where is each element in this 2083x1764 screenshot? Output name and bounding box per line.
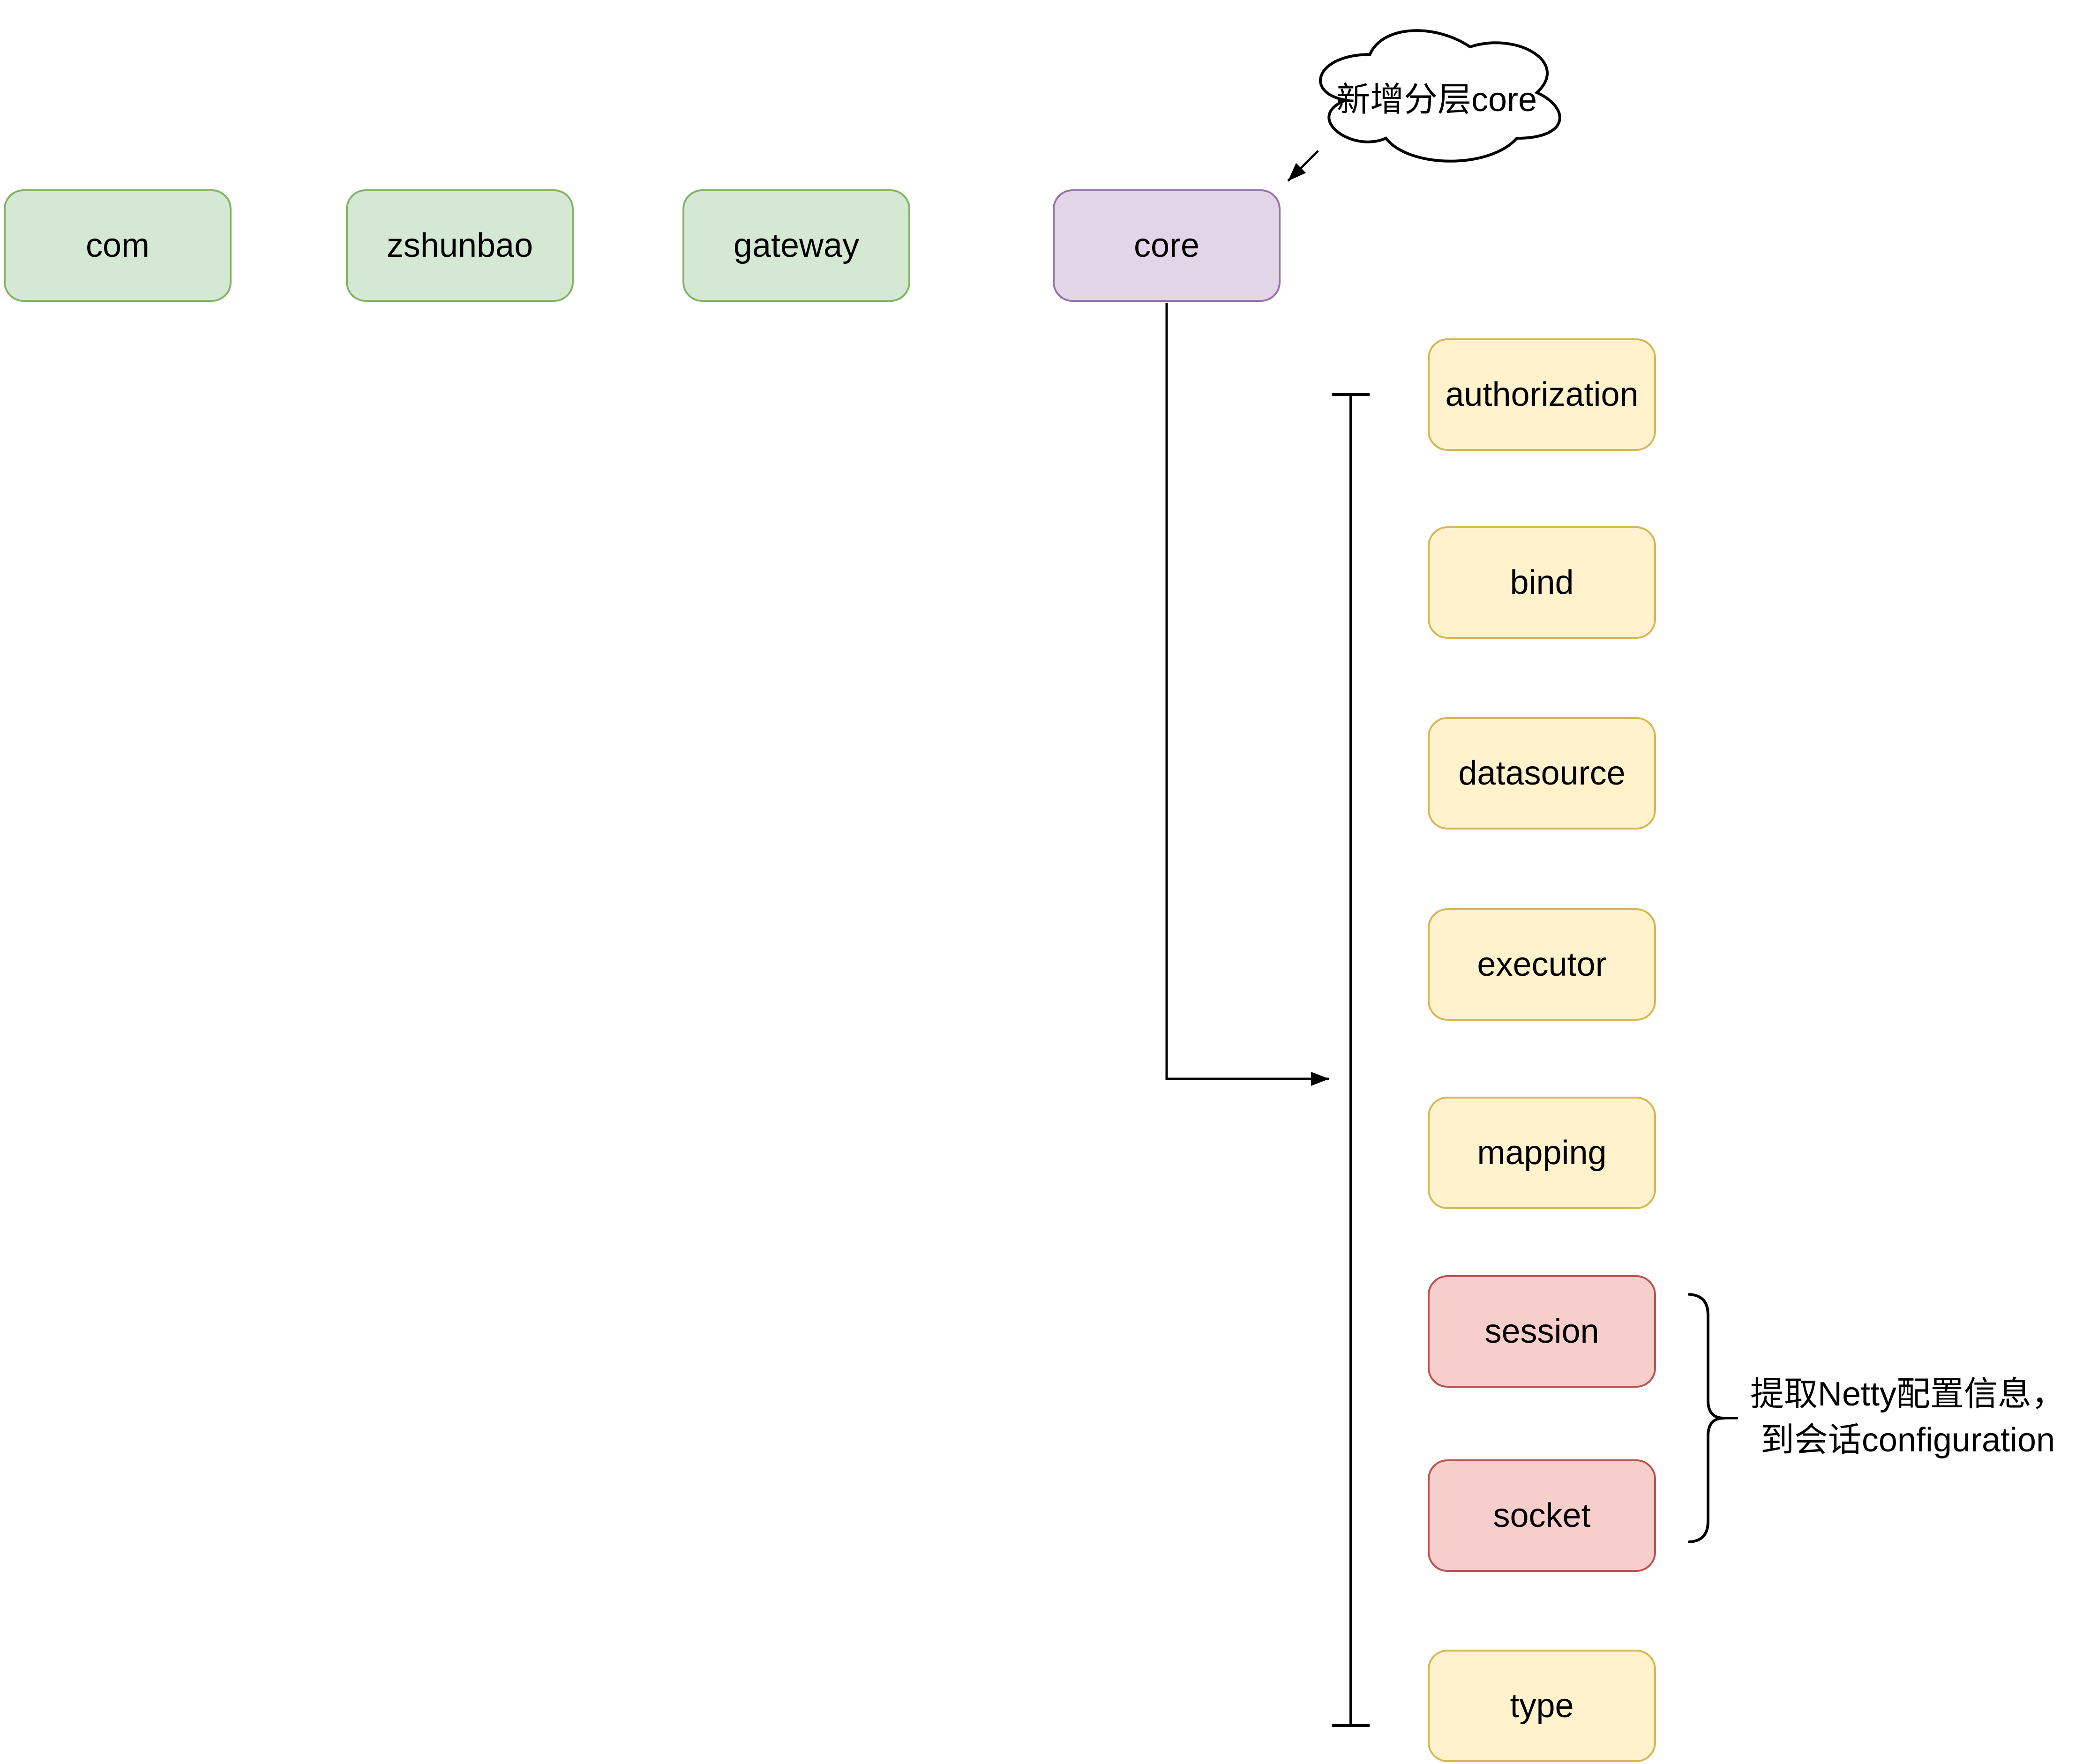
node-type: type bbox=[1428, 1650, 1656, 1762]
cloud-to-core-arrow bbox=[1287, 150, 1319, 182]
netty-annotation: 提取Netty配置信息， 到会话configuration bbox=[1716, 1371, 2083, 1463]
node-core-label: core bbox=[1133, 227, 1200, 264]
node-authorization-label: authorization bbox=[1445, 376, 1639, 413]
node-datasource-label: datasource bbox=[1458, 755, 1626, 792]
node-session: session bbox=[1428, 1275, 1656, 1388]
node-socket-label: socket bbox=[1493, 1497, 1591, 1534]
node-com-label: com bbox=[85, 227, 150, 264]
node-type-label: type bbox=[1510, 1687, 1574, 1725]
core-to-children-arrow bbox=[1165, 303, 1329, 1086]
node-executor: executor bbox=[1428, 908, 1656, 1021]
node-authorization: authorization bbox=[1428, 338, 1656, 451]
node-mapping-label: mapping bbox=[1477, 1134, 1607, 1172]
node-gateway: gateway bbox=[682, 189, 910, 302]
netty-annotation-line2: 到会话configuration bbox=[1760, 1421, 2055, 1459]
node-zshunbao: zshunbao bbox=[346, 189, 574, 302]
node-executor-label: executor bbox=[1477, 946, 1607, 983]
node-com: com bbox=[4, 189, 232, 302]
node-session-label: session bbox=[1484, 1313, 1599, 1350]
cloud-callout-text: 新增分层core bbox=[1336, 81, 1537, 119]
node-bind-label: bind bbox=[1510, 564, 1574, 601]
node-core: core bbox=[1053, 189, 1281, 302]
node-bind: bind bbox=[1428, 526, 1656, 639]
node-socket: socket bbox=[1428, 1459, 1656, 1572]
netty-annotation-line1: 提取Netty配置信息， bbox=[1750, 1375, 2066, 1413]
node-zshunbao-label: zshunbao bbox=[386, 227, 533, 264]
cloud-callout-label: 新增分层core bbox=[1303, 52, 1570, 141]
node-gateway-label: gateway bbox=[733, 227, 860, 264]
node-mapping: mapping bbox=[1428, 1097, 1656, 1209]
node-datasource: datasource bbox=[1428, 717, 1656, 830]
cloud-callout-shape bbox=[1319, 29, 1561, 163]
